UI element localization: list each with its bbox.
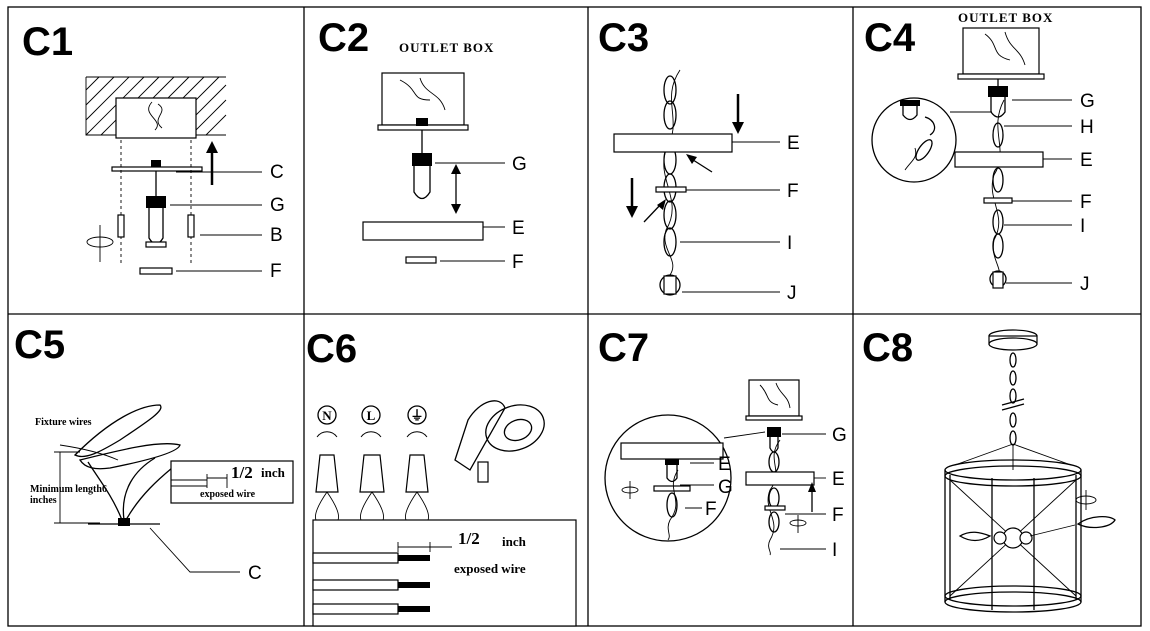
label-c3-i: I <box>787 233 792 254</box>
wire-mark-n: N <box>322 408 332 423</box>
panel-title-c8: C8 <box>862 326 913 370</box>
label-c4-i: I <box>1080 216 1085 237</box>
label-c4-h: H <box>1080 117 1094 138</box>
label-c3-j: J <box>787 283 797 304</box>
wire-mark-l: L <box>367 408 376 423</box>
chain <box>663 75 677 257</box>
ground-symbol <box>407 405 427 425</box>
outlet-box-caption-c4: OUTLET BOX <box>958 10 1053 25</box>
panel-title-c4: C4 <box>864 16 916 60</box>
label-c1-b: B <box>270 225 283 246</box>
chain <box>1009 352 1017 446</box>
length-note-1: Minimum length6 <box>30 484 107 495</box>
neutral-symbol <box>317 405 337 425</box>
bulb <box>1076 516 1116 529</box>
panel-title-c3: C3 <box>598 16 649 60</box>
label-c2-g: G <box>512 154 527 175</box>
panel-title-c5: C5 <box>14 323 65 367</box>
panel-title-c2: C2 <box>318 16 369 60</box>
wire-mark-ground: ⏚ <box>410 408 423 423</box>
half-inch-c6: 1/2 <box>458 529 480 548</box>
finial-f <box>405 256 437 264</box>
label-c7-zoom-g: G <box>718 477 733 498</box>
label-c7-zoom-f: F <box>705 499 717 520</box>
label-c7-i: I <box>832 540 837 561</box>
outlet-box <box>962 27 1040 75</box>
collar-f <box>983 197 1013 204</box>
label-c7-g: G <box>832 425 847 446</box>
live-symbol <box>361 405 381 425</box>
panel-title-c1: C1 <box>22 20 73 64</box>
label-c1-c: C <box>270 162 284 183</box>
wire-nut-3 <box>405 454 429 493</box>
half-inch-c5: 1/2 <box>231 463 253 482</box>
lantern-cage <box>944 443 1082 613</box>
exposed-wire-c6: exposed wire <box>454 561 526 576</box>
label-c7-zoom-e: E <box>718 454 731 475</box>
cap-nut <box>146 196 166 208</box>
panel-c5: C5 Fixture wires Minimum length6 inches … <box>14 323 294 584</box>
panel-c6: C6 N L ⏚ 1/2 <box>306 327 577 627</box>
outlet-box <box>748 379 800 417</box>
panel-c3: C3 E F I J <box>598 16 800 304</box>
inch-c6: inch <box>502 534 527 549</box>
zoom-detail <box>871 97 957 183</box>
electrical-tape <box>485 404 545 452</box>
panel-title-c6: C6 <box>306 327 357 371</box>
exposed-wire-c5: exposed wire <box>200 489 256 500</box>
wire-nut-1 <box>315 454 339 493</box>
canopy-e <box>613 133 733 153</box>
panel-c7: C7 E G F <box>598 326 847 561</box>
panel-c4: C4 OUTLET BOX G H E <box>864 10 1095 295</box>
label-c2-f: F <box>512 252 524 273</box>
panel-c8: C8 <box>862 326 1116 613</box>
callout-box <box>170 460 294 504</box>
ceiling <box>85 76 227 139</box>
label-c7-f: F <box>832 505 844 526</box>
label-c4-f: F <box>1080 192 1092 213</box>
label-c4-g: G <box>1080 91 1095 112</box>
fixture-wires-label: Fixture wires <box>35 417 92 428</box>
canopy-e <box>362 221 484 241</box>
length-note-2: inches <box>30 495 57 506</box>
label-c5-c: C <box>248 563 262 584</box>
finial <box>139 267 173 275</box>
wire-stripper <box>73 404 162 458</box>
label-c4-e: E <box>1080 150 1093 171</box>
canopy-e <box>745 471 815 486</box>
label-c1-g: G <box>270 195 285 216</box>
label-c3-f: F <box>787 181 799 202</box>
panel-c1: C1 <box>22 20 285 282</box>
label-c2-e: E <box>512 218 525 239</box>
wire-nut-2 <box>359 454 385 493</box>
collar-f <box>655 186 687 193</box>
label-c4-j: J <box>1080 274 1090 295</box>
outlet-box-caption-c2: OUTLET BOX <box>399 40 494 55</box>
label-c1-f: F <box>270 261 282 282</box>
label-c3-e: E <box>787 133 800 154</box>
crossbar <box>111 166 203 172</box>
panel-title-c7: C7 <box>598 326 649 370</box>
zoom-detail <box>604 414 732 542</box>
canopy-e <box>954 151 1044 168</box>
inch-c5: inch <box>261 465 286 480</box>
collar-f <box>764 505 786 511</box>
panel-c2: C2 OUTLET BOX G E F <box>318 16 527 273</box>
label-c7-e: E <box>832 469 845 490</box>
